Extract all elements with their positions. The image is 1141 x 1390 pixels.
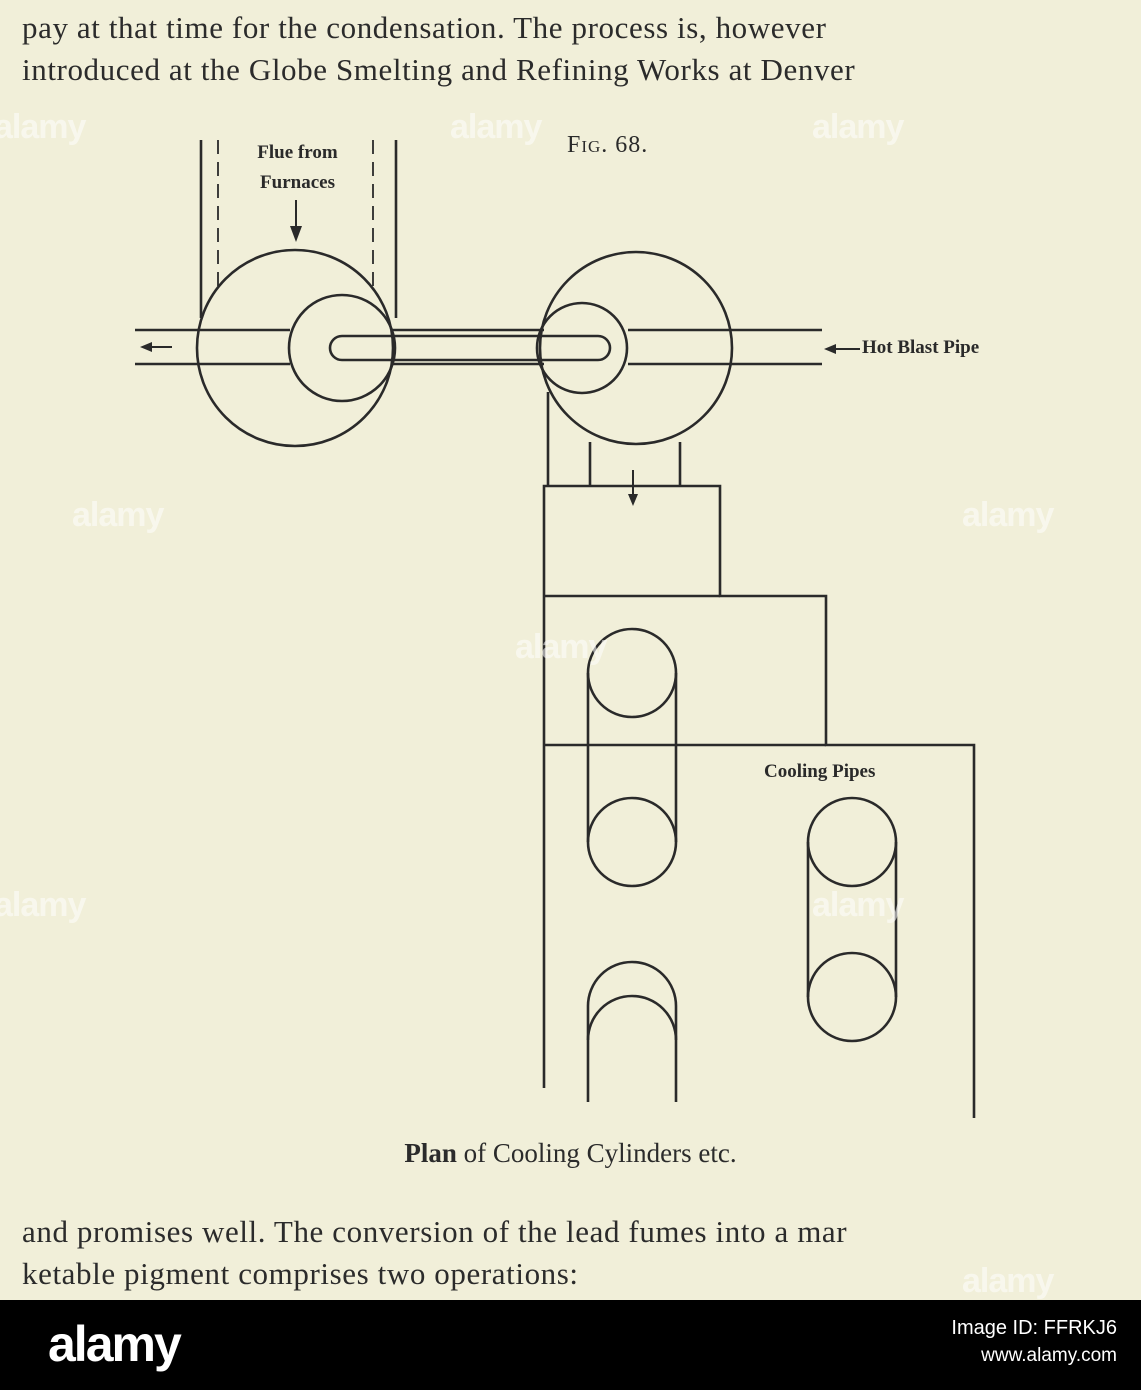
- right-inner-ring: [535, 301, 629, 395]
- document-page: pay at that time for the condensation. T…: [0, 10, 1141, 1300]
- flue-label-line-1: Flue from: [257, 142, 338, 163]
- connecting-tube: [328, 334, 612, 362]
- left-drum: [195, 248, 395, 448]
- body-text-line: introduced at the Globe Smelting and Ref…: [22, 52, 856, 87]
- figure-68-diagram: [135, 140, 976, 1118]
- hot-blast-arrowhead: [824, 344, 836, 354]
- site-url: www.alamy.com: [981, 1345, 1117, 1366]
- body-text-line: and promises well. The conversion of the…: [22, 1214, 848, 1249]
- right-drum: [538, 250, 734, 446]
- caption-text: of Cooling Cylinders etc.: [456, 1138, 737, 1168]
- cooling-cylinder: [586, 796, 678, 888]
- left-inner-ring: [287, 293, 397, 403]
- figure-caption: Plan of Cooling Cylinders etc.: [0, 1138, 1141, 1169]
- body-text-line: ketable pigment comprises two operations…: [22, 1256, 579, 1291]
- flue-arrowhead: [290, 226, 302, 242]
- outlet-arrowhead: [140, 342, 152, 352]
- figure-label: Fig. 68.: [567, 132, 649, 158]
- body-text-line: pay at that time for the condensation. T…: [22, 10, 827, 45]
- cooling-chamber-outline: [542, 484, 976, 1118]
- cooling-cylinder: [806, 951, 898, 1043]
- cooling-cylinder-partial: [586, 960, 678, 1102]
- cooling-cylinder: [586, 627, 678, 719]
- flue-label-line-2: Furnaces: [260, 172, 335, 193]
- image-info: Image ID: FFRKJ6 www.alamy.com: [951, 1314, 1117, 1370]
- caption-bold: Plan: [404, 1138, 457, 1168]
- cooling-cylinder: [806, 796, 898, 888]
- cooling-pipes-label: Cooling Pipes: [764, 761, 876, 782]
- footer-bar: alamy Image ID: FFRKJ6 www.alamy.com: [0, 1300, 1141, 1390]
- image-id: Image ID: FFRKJ6: [951, 1317, 1117, 1339]
- down-arrowhead: [628, 494, 638, 506]
- hot-blast-label: Hot Blast Pipe: [862, 337, 980, 358]
- brand-logo: alamy: [48, 1316, 182, 1372]
